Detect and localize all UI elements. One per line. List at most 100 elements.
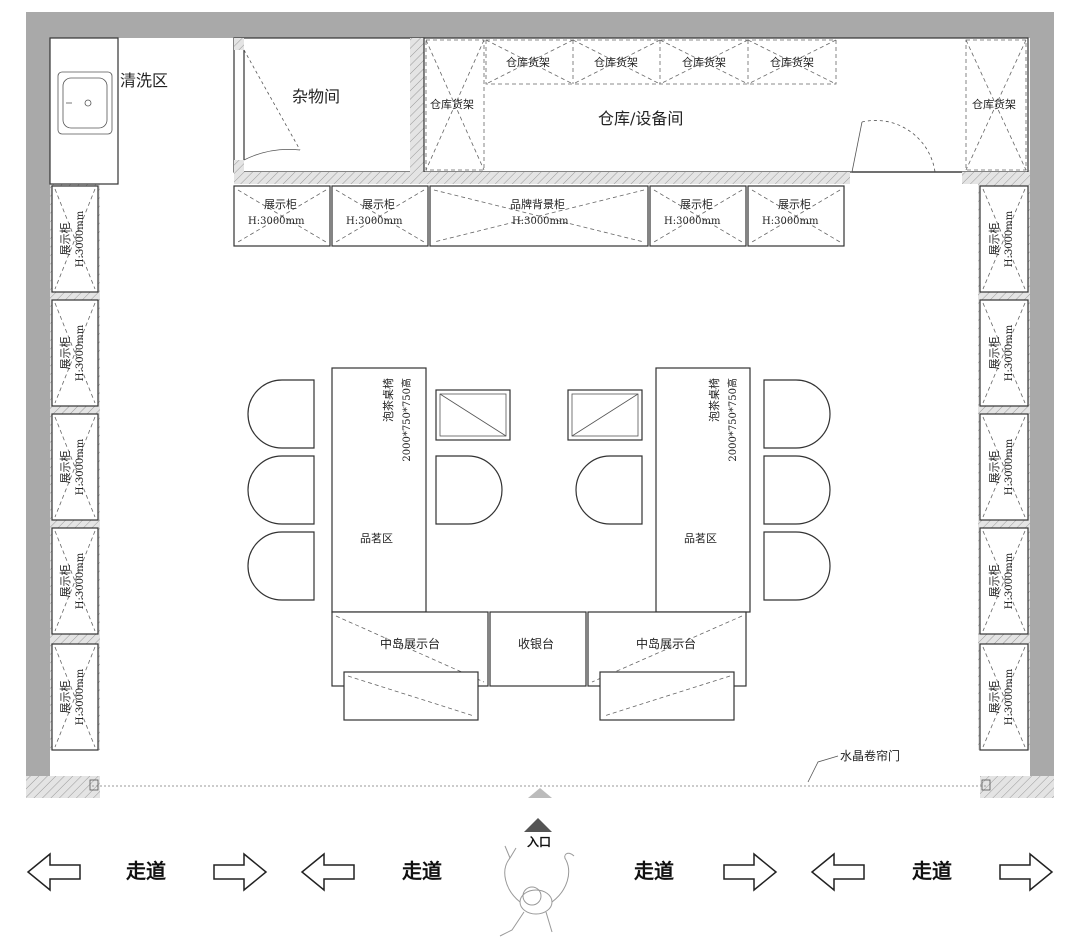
arrow-right-icon-3 xyxy=(723,852,778,892)
right-cabinet-1-label: 展示柜 xyxy=(988,337,1001,370)
left-cabinet-3-cross xyxy=(54,530,96,632)
tea-table-left xyxy=(331,367,427,613)
top-cabinet-3-height: H:3000mm xyxy=(762,216,819,227)
left-cabinet-3-height: H:3000mm xyxy=(75,552,86,609)
right-cabinet-4-label: 展示柜 xyxy=(988,681,1001,714)
right-cabinet-4 xyxy=(979,643,1029,751)
inner-wall-top-right xyxy=(962,172,1030,184)
wash-area-label: 清洗区 xyxy=(120,71,168,90)
left-cabinet-0 xyxy=(51,185,99,293)
warehouse-room xyxy=(423,37,1029,173)
left-cabinet-2-cross xyxy=(54,416,96,518)
wall-top xyxy=(26,12,1054,38)
arrow-left-icon-2 xyxy=(300,852,355,892)
corridor-label-2: 走道 xyxy=(634,859,674,883)
right-cabinet-1 xyxy=(979,299,1029,407)
corridor-label-1: 走道 xyxy=(402,859,442,883)
right-cabinet-0-label: 展示柜 xyxy=(988,223,1001,256)
rack-label-0: 仓库货架 xyxy=(430,97,474,111)
island-right-label: 中岛展示台 xyxy=(636,636,696,651)
rack-label-4: 仓库货架 xyxy=(770,55,814,69)
left-cabinet-0-height: H:3000mm xyxy=(75,210,86,267)
right-cabinet-3 xyxy=(979,527,1029,635)
left-cabinet-3 xyxy=(51,527,99,635)
chairs-left-outer xyxy=(247,379,315,601)
tea-zone-left-label: 品茗区 xyxy=(360,532,393,545)
top-cabinet-1-height: H:3000mm xyxy=(346,216,403,227)
island-right xyxy=(587,611,747,721)
brand-cabinet-height: H:3000mm xyxy=(512,216,569,227)
person-icon xyxy=(499,845,575,937)
right-cabinet-0-height: H:3000mm xyxy=(1004,210,1015,267)
right-cabinet-3-label: 展示柜 xyxy=(988,565,1001,598)
wall-left xyxy=(26,12,50,798)
arrow-right-icon-5 xyxy=(999,852,1054,892)
tea-table-right-dims: 2000*750*750高 xyxy=(726,378,739,462)
cashier-counter xyxy=(489,611,587,687)
tea-table-left-label: 泡茶桌椅 xyxy=(381,378,395,422)
inner-wall-top xyxy=(234,172,850,184)
arrow-right-icon-1 xyxy=(213,852,268,892)
right-cabinet-3-height: H:3000mm xyxy=(1004,552,1015,609)
wall-left-foot xyxy=(26,776,100,798)
tea-zone-right-label: 品茗区 xyxy=(684,532,717,545)
tea-table-right xyxy=(655,367,751,613)
chairs-left-inner xyxy=(435,455,503,525)
wall-right-foot xyxy=(980,776,1054,798)
left-cabinet-4 xyxy=(51,643,99,751)
wash-area xyxy=(49,37,119,185)
chairs-right-outer xyxy=(763,379,831,601)
entrance-triangle xyxy=(524,818,552,832)
left-cabinet-2 xyxy=(51,413,99,521)
storage-room-label: 杂物间 xyxy=(292,87,340,106)
left-cabinet-0-cross xyxy=(54,188,96,290)
top-cabinet-3-label: 展示柜 xyxy=(778,198,811,211)
left-cabinet-1-cross xyxy=(54,302,96,404)
arrow-left-icon-0 xyxy=(26,852,81,892)
rack-label-2: 仓库货架 xyxy=(594,55,638,69)
roller-door-left-post xyxy=(89,779,99,791)
corridor-label-0: 走道 xyxy=(126,859,166,883)
left-cabinet-0-label: 展示柜 xyxy=(59,223,72,256)
tea-tray-left xyxy=(435,389,511,441)
top-cabinet-0-label: 展示柜 xyxy=(264,198,297,211)
right-cabinet-2-height: H:3000mm xyxy=(1004,438,1015,495)
entrance-top-triangle xyxy=(528,788,552,798)
rack-label-1: 仓库货架 xyxy=(506,55,550,69)
tea-table-right-label: 泡茶桌椅 xyxy=(707,378,721,422)
roller-door-label: 水晶卷帘门 xyxy=(840,748,900,763)
wall-right xyxy=(1030,12,1054,798)
top-cabinet-2-height: H:3000mm xyxy=(664,216,721,227)
rack-label-5: 仓库货架 xyxy=(972,97,1016,111)
right-cabinet-2 xyxy=(979,413,1029,521)
corridor-label-3: 走道 xyxy=(912,859,952,883)
island-left xyxy=(331,611,489,721)
right-cabinet-1-height: H:3000mm xyxy=(1004,324,1015,381)
door-leader-line xyxy=(807,755,839,783)
left-cabinet-1-height: H:3000mm xyxy=(75,324,86,381)
left-cabinet-2-height: H:3000mm xyxy=(75,438,86,495)
brand-cabinet-label: 品牌背景柜 xyxy=(510,197,565,211)
roller-door-right-post xyxy=(981,779,991,791)
warehouse-label: 仓库/设备间 xyxy=(598,109,683,128)
left-cabinet-1-label: 展示柜 xyxy=(59,337,72,370)
right-cabinet-2-label: 展示柜 xyxy=(988,451,1001,484)
top-cabinet-2-label: 展示柜 xyxy=(680,198,713,211)
top-cabinet-0-height: H:3000mm xyxy=(248,216,305,227)
entrance-label: 入口 xyxy=(527,835,551,849)
chairs-right-inner xyxy=(575,455,643,525)
corridor-arrows xyxy=(26,852,1054,892)
cashier-label: 收银台 xyxy=(518,636,554,651)
left-cabinet-1 xyxy=(51,299,99,407)
storage-room xyxy=(233,37,425,173)
island-left-label: 中岛展示台 xyxy=(380,636,440,651)
tea-table-left-dims: 2000*750*750高 xyxy=(400,378,413,462)
right-cabinet-4-height: H:3000mm xyxy=(1004,668,1015,725)
top-cabinets xyxy=(233,185,845,247)
arrow-left-icon-4 xyxy=(810,852,865,892)
top-cabinet-1-label: 展示柜 xyxy=(362,198,395,211)
rack-label-3: 仓库货架 xyxy=(682,55,726,69)
